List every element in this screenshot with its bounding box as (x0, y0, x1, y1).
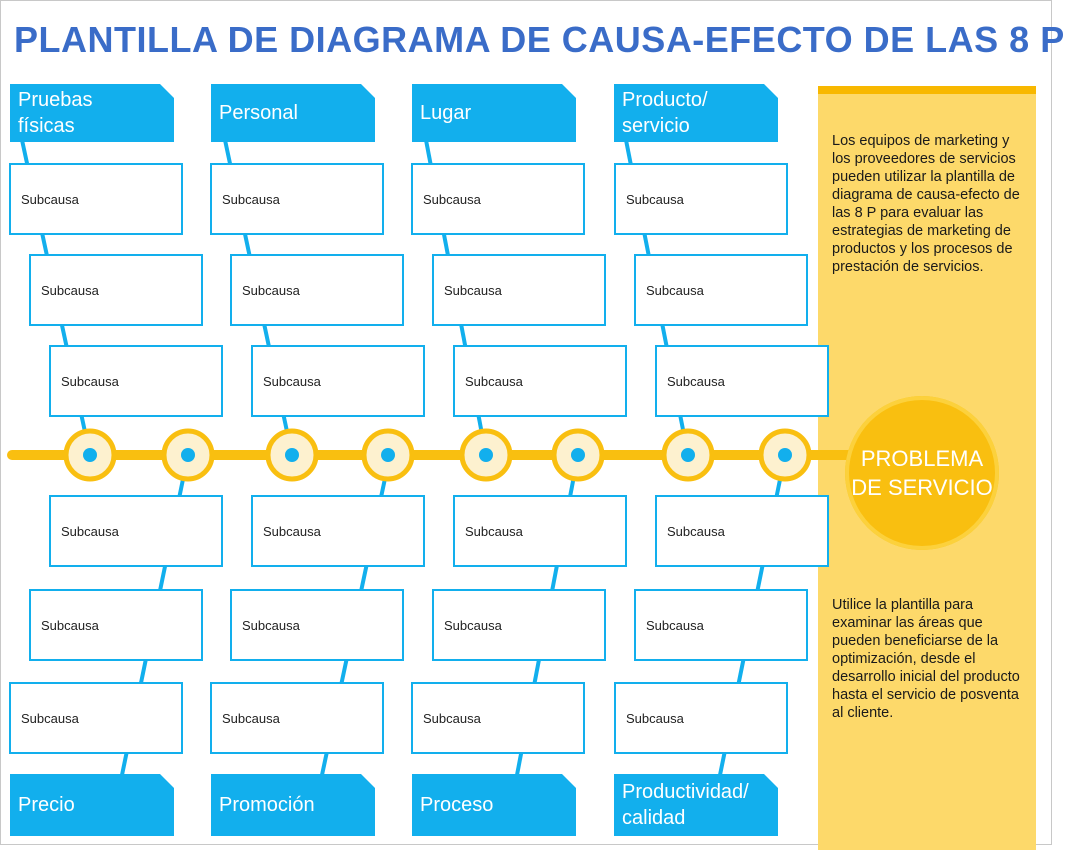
subcause-box[interactable]: Subcausa (634, 589, 808, 661)
subcause-box[interactable]: Subcausa (614, 163, 788, 235)
subcause-box[interactable]: Subcausa (432, 589, 606, 661)
category-promocion[interactable]: Promoción (211, 774, 375, 836)
spine-node-dot (571, 448, 585, 462)
category-label-2: servicio (622, 115, 690, 137)
subcause-box[interactable]: Subcausa (230, 254, 404, 326)
subcause-box[interactable]: Subcausa (655, 495, 829, 567)
spine-nodes (63, 428, 812, 482)
subcause-box[interactable]: Subcausa (411, 682, 585, 754)
subcause-box[interactable]: Subcausa (251, 345, 425, 417)
category-label: Producto/ (622, 89, 708, 111)
subcause-box[interactable]: Subcausa (230, 589, 404, 661)
subcause-box[interactable]: Subcausa (29, 589, 203, 661)
category-personal[interactable]: Personal (211, 84, 375, 142)
subcause-box[interactable]: Subcausa (9, 682, 183, 754)
subcause-box[interactable]: Subcausa (614, 682, 788, 754)
subcause-box[interactable]: Subcausa (251, 495, 425, 567)
category-proceso[interactable]: Proceso (412, 774, 576, 836)
subcause-box[interactable]: Subcausa (9, 163, 183, 235)
problem-line-2: DE SERVICIO (851, 475, 993, 500)
category-label: Promoción (219, 794, 315, 816)
spine-node-dot (83, 448, 97, 462)
subcause-box[interactable]: Subcausa (29, 254, 203, 326)
category-label: Productividad/ (622, 781, 749, 803)
category-label: Precio (18, 794, 75, 816)
category-producto-servicio[interactable]: Producto/servicio (614, 84, 778, 142)
side-description-top: Los equipos de marketing y los proveedor… (832, 133, 1020, 275)
spine-node-dot (778, 448, 792, 462)
category-lugar[interactable]: Lugar (412, 84, 576, 142)
page-title: PLANTILLA DE DIAGRAMA DE CAUSA-EFECTO DE… (14, 19, 1065, 60)
category-label: Pruebas (18, 89, 93, 111)
side-description-bottom: Utilice la plantilla para examinar las á… (832, 597, 1020, 721)
problem-line-1: PROBLEMA (860, 446, 984, 471)
category-precio[interactable]: Precio (10, 774, 174, 836)
subcause-box[interactable]: Subcausa (453, 345, 627, 417)
side-panel: Los equipos de marketing y los proveedor… (818, 86, 1036, 850)
subcause-box[interactable]: Subcausa (453, 495, 627, 567)
subcause-box[interactable]: Subcausa (49, 345, 223, 417)
subcause-box[interactable]: Subcausa (210, 163, 384, 235)
category-label: Personal (219, 102, 298, 124)
spine-node-dot (181, 448, 195, 462)
problem-circle: PROBLEMA DE SERVICIO (845, 396, 999, 550)
subcause-box[interactable]: Subcausa (411, 163, 585, 235)
subcause-box[interactable]: Subcausa (655, 345, 829, 417)
category-label-2: calidad (622, 807, 686, 829)
category-label-2: físicas (18, 115, 75, 137)
category-label: Proceso (420, 794, 494, 816)
subcause-box[interactable]: Subcausa (210, 682, 384, 754)
spine-node-dot (681, 448, 695, 462)
category-productividad-calidad[interactable]: Productividad/calidad (614, 774, 778, 836)
category-label: Lugar (420, 102, 472, 124)
subcause-box[interactable]: Subcausa (432, 254, 606, 326)
subcause-box[interactable]: Subcausa (49, 495, 223, 567)
spine-node-dot (381, 448, 395, 462)
spine-node-dot (285, 448, 299, 462)
spine-node-dot (479, 448, 493, 462)
category-pruebas-fisicas[interactable]: Pruebas físicas (10, 84, 174, 142)
subcause-box[interactable]: Subcausa (634, 254, 808, 326)
